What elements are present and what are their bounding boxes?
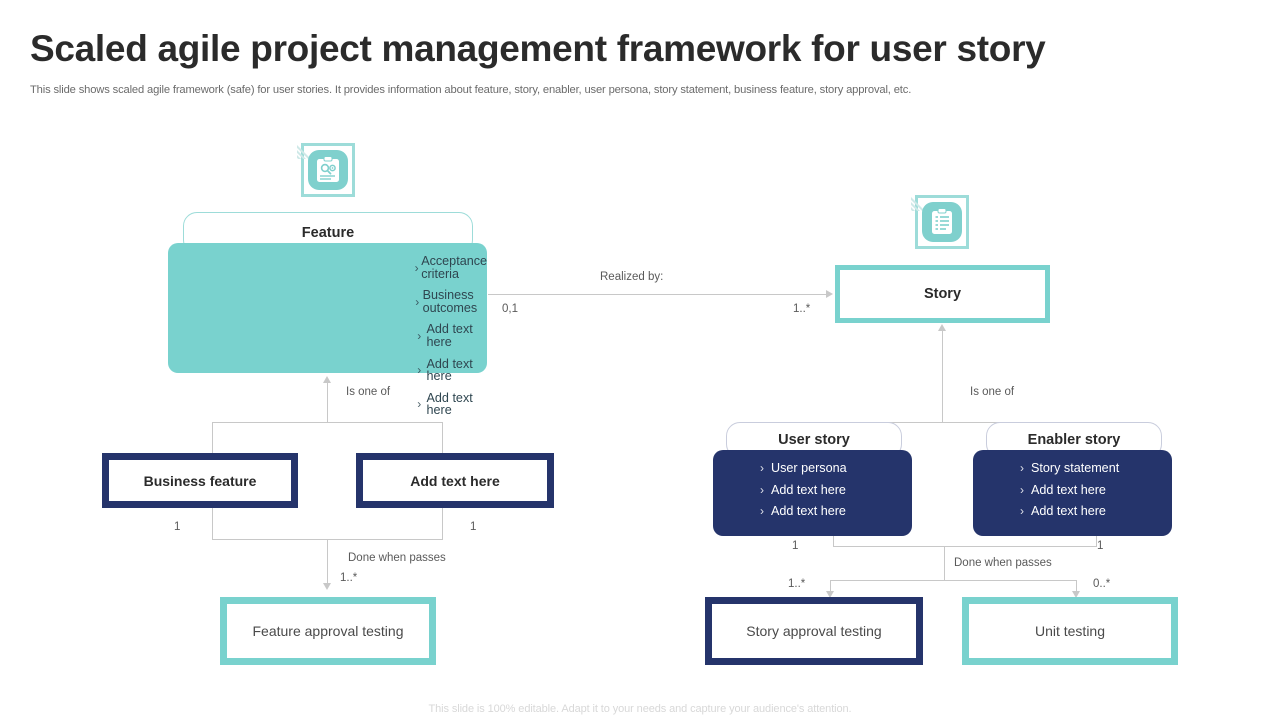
story-approval-testing-label: Story approval testing [746, 623, 882, 639]
user-story-card-body: › User persona › Add text here › Add tex… [713, 450, 912, 536]
story-approval-testing-box[interactable]: Story approval testing [705, 597, 923, 665]
feature-card-title: Feature [301, 225, 355, 241]
label-realized-source-card: 0,1 [502, 303, 518, 315]
user-story-item-0[interactable]: › User persona [753, 462, 912, 475]
feature-item-1[interactable]: › Business outcomes [412, 289, 487, 314]
story-icon-badge [911, 195, 973, 251]
user-story-item-0-label: User persona [771, 461, 847, 475]
chevron-right-icon: › [417, 363, 422, 378]
label-story-testing-card: 1..* [788, 578, 806, 590]
clipboard-gear-icon [308, 150, 348, 190]
connector-right-low-mid-stem [944, 546, 945, 580]
story-icon-frame [915, 195, 969, 249]
connector-left-gen-bar [212, 422, 443, 423]
label-business-feature-card: 1 [174, 521, 181, 533]
enabler-story-card-title: Enabler story [1027, 432, 1121, 448]
chevron-right-icon: › [760, 461, 764, 476]
chevron-right-icon: › [417, 397, 422, 412]
enabler-story-item-0-label: Story statement [1031, 461, 1120, 475]
feature-item-0[interactable]: › Acceptance criteria [412, 255, 487, 280]
label-done-when-passes-left: Done when passes [348, 552, 446, 564]
enabler-story-item-1-label: Add text here [1031, 482, 1106, 497]
unit-testing-label: Unit testing [1034, 623, 1106, 639]
feature-item-3[interactable]: › Add text here [412, 356, 487, 384]
chevron-right-icon: › [760, 504, 764, 519]
page-title: Scaled agile project management framewor… [30, 28, 1046, 69]
arrowhead-feature-approval-testing [323, 583, 331, 590]
feature-icon-badge [297, 143, 359, 199]
connector-right-low-top-bar [833, 546, 1097, 547]
feature-approval-testing-label: Feature approval testing [252, 623, 404, 639]
user-story-item-2[interactable]: › Add text here [753, 505, 912, 518]
user-story-card-title: User story [778, 432, 850, 448]
feature-approval-testing-box[interactable]: Feature approval testing [220, 597, 436, 665]
connector-left-low-up-add [442, 503, 443, 539]
chevron-right-icon: › [414, 260, 419, 275]
unit-testing-box[interactable]: Unit testing [962, 597, 1178, 665]
connector-right-low-up-enabler [1096, 536, 1097, 546]
user-story-item-1[interactable]: › Add text here [753, 482, 912, 497]
feature-item-2[interactable]: › Add text here [412, 323, 487, 348]
label-done-when-passes-right: Done when passes [954, 557, 1052, 569]
slide-footer: This slide is 100% editable. Adapt it to… [428, 703, 852, 715]
feature-item-3-label: Add text here [426, 356, 473, 384]
connector-right-low-drop-story-testing [830, 580, 831, 592]
connector-right-low-up-user [833, 536, 834, 546]
feature-icon-frame [301, 143, 355, 197]
arrowhead-left-generalization [323, 376, 331, 383]
label-unit-testing-card: 0..* [1093, 578, 1111, 590]
feature-item-4-label: Add text here [426, 390, 473, 418]
user-story-item-2-label: Add text here [771, 504, 846, 519]
clipboard-checklist-icon [922, 202, 962, 242]
connector-right-gen-stem [942, 330, 943, 422]
story-box[interactable]: Story [835, 265, 1050, 323]
connector-left-gen-drop-add [442, 422, 443, 458]
arrowhead-unit-testing [1072, 591, 1080, 598]
label-is-one-of-right: Is one of [970, 386, 1015, 398]
connector-left-low-stem [327, 539, 328, 584]
label-enabler-story-card: 1 [1097, 540, 1104, 552]
story-box-label: Story [923, 286, 962, 302]
feature-card-body: › Acceptance criteria › Business outcome… [168, 243, 487, 417]
arrowhead-feature-to-story [826, 290, 833, 298]
feature-item-4[interactable]: › Add text here [412, 390, 487, 418]
enabler-story-item-1[interactable]: › Add text here [1013, 482, 1172, 497]
add-text-here-box[interactable]: Add text here [356, 453, 554, 508]
feature-item-2-label: Add text here [426, 322, 473, 349]
enabler-story-item-2[interactable]: › Add text here [1013, 505, 1172, 518]
label-is-one-of-left: Is one of [346, 386, 391, 398]
business-feature-label: Business feature [143, 472, 257, 489]
enabler-story-item-0[interactable]: › Story statement [1013, 462, 1172, 475]
enabler-story-card-body: › Story statement › Add text here › Add … [973, 450, 1172, 536]
enabler-story-item-2-label: Add text here [1031, 504, 1106, 519]
feature-item-1-label: Business outcomes [422, 288, 478, 315]
chevron-right-icon: › [1020, 461, 1024, 476]
page-subtitle: This slide shows scaled agile framework … [30, 84, 912, 96]
chevron-right-icon: › [1020, 504, 1024, 519]
label-feature-testing-card: 1..* [340, 572, 358, 584]
connector-left-low-up-business [212, 503, 213, 539]
connector-right-low-drop-unit-testing [1076, 580, 1077, 592]
chevron-right-icon: › [760, 482, 764, 497]
business-feature-box[interactable]: Business feature [102, 453, 298, 508]
label-realized-target-card: 1..* [793, 303, 811, 315]
label-realized-by: Realized by: [600, 271, 664, 283]
connector-left-gen-drop-business [212, 422, 213, 458]
label-user-story-card: 1 [792, 540, 799, 552]
chevron-right-icon: › [415, 294, 420, 309]
feature-item-0-label: Acceptance criteria [421, 254, 487, 281]
add-text-here-label: Add text here [410, 472, 500, 489]
connector-right-low-bottom-bar [830, 580, 1076, 581]
connector-left-gen-stem [327, 382, 328, 422]
connector-right-gen-bar [833, 422, 1052, 423]
arrowhead-right-generalization [938, 324, 946, 331]
user-story-item-1-label: Add text here [771, 482, 846, 497]
chevron-right-icon: › [1020, 482, 1024, 497]
connector-feature-to-story [488, 294, 828, 295]
arrowhead-story-approval-testing [826, 591, 834, 598]
chevron-right-icon: › [417, 328, 422, 343]
label-add-text-card: 1 [470, 521, 477, 533]
